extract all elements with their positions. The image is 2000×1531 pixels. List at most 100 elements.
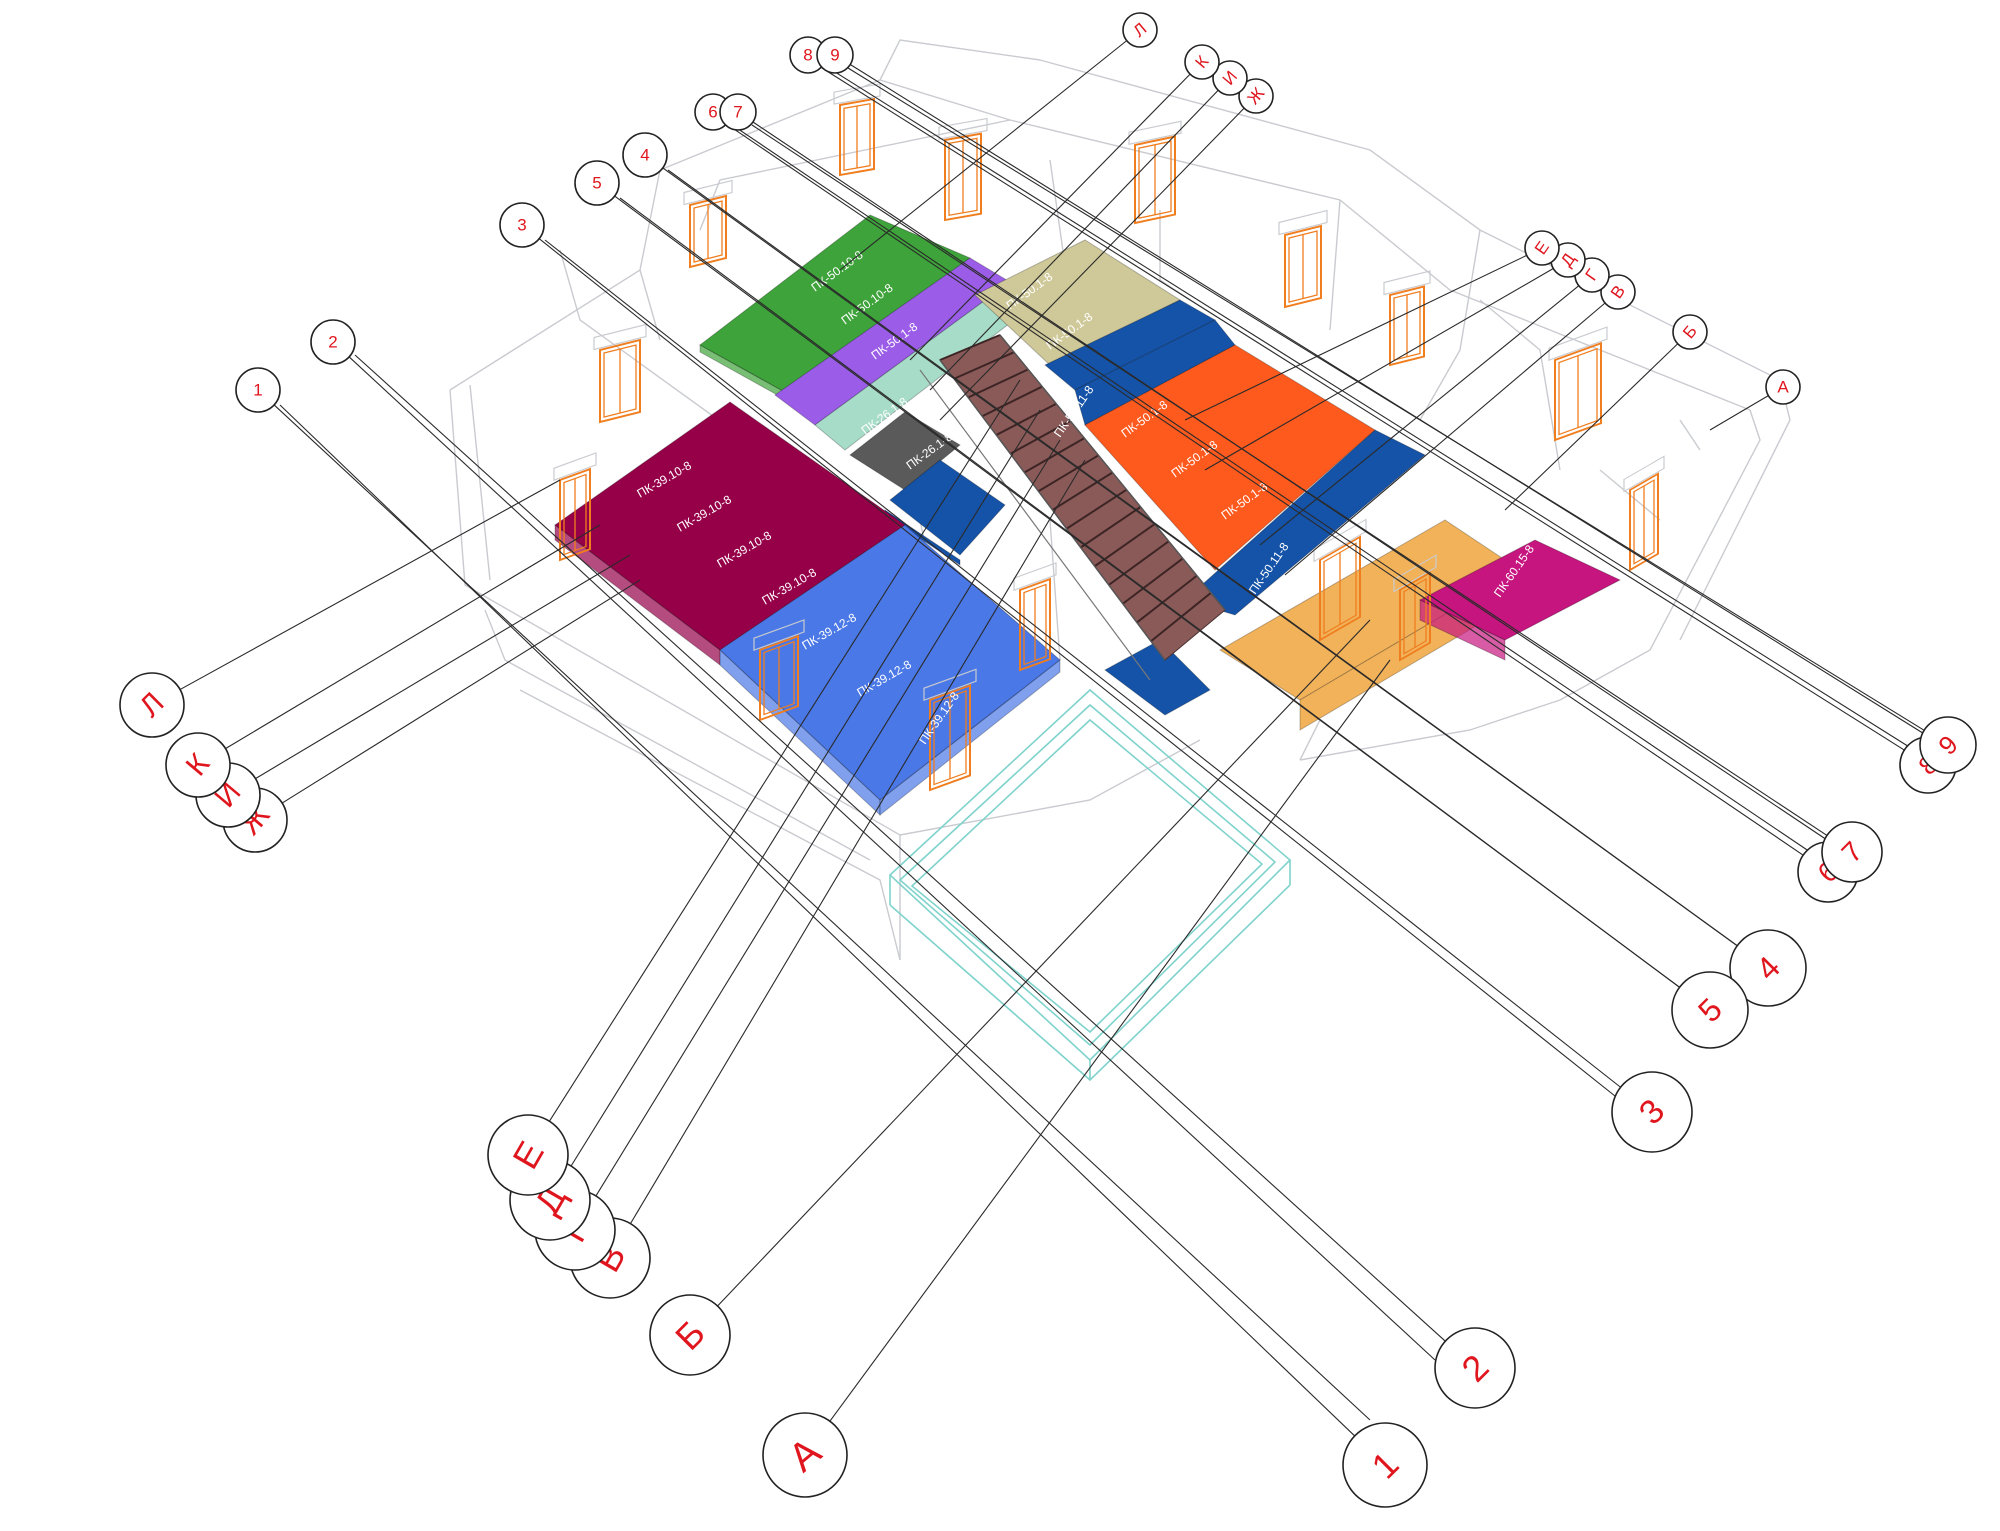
axis-leader-line: [929, 89, 1219, 391]
axis-leader-line: [821, 67, 1905, 751]
stair-step: [1080, 506, 1142, 549]
axis-bubble: Б: [649, 1294, 731, 1376]
axis-bubble-circle: [1212, 60, 1248, 96]
axis-bubble: Л: [119, 672, 185, 738]
axis-bubble-label: 2: [328, 333, 337, 352]
axis-bubble: 5: [1671, 971, 1749, 1049]
axis-bubble-circle: [622, 132, 668, 178]
stair-step: [981, 385, 1043, 418]
axis-bubble-circle: [1184, 44, 1220, 80]
axis-leader-line: [822, 64, 1923, 756]
windows-layer: [553, 83, 1665, 792]
axis-leader-line: [727, 121, 1823, 861]
axis-bubble-circle: [1611, 1071, 1693, 1153]
axis-bubble-circle: [762, 1412, 848, 1498]
axis-leader-line: [548, 379, 1021, 1122]
stair-step: [1122, 557, 1184, 605]
axis-bubble-circle: [1672, 314, 1708, 350]
axis-bubble-label: 8: [803, 46, 812, 65]
axis-leader-line: [348, 356, 1436, 1361]
axis-bubble: 1: [1342, 1422, 1428, 1508]
axis-bubble-circle: [1600, 274, 1636, 310]
axis-bubble-label: 6: [708, 103, 717, 122]
axis-bubble-label: А: [1777, 378, 1789, 397]
axis-bubble: 7: [1821, 821, 1883, 883]
axis-leader-line: [255, 554, 631, 780]
axis-leader-lines: [179, 40, 1943, 1437]
axis-bubble: Г: [1574, 257, 1610, 293]
window-frame-icon: [938, 117, 988, 222]
axis-leader-line: [1204, 268, 1554, 471]
axis-bubble: 7: [719, 93, 757, 131]
window-frame-icon: [753, 619, 805, 722]
axis-leader-line: [279, 404, 1356, 1437]
axis-bubble-circle: [235, 367, 281, 413]
staircase: [919, 334, 1226, 681]
axis-bubble-circle: [1524, 230, 1560, 266]
window-frame-icon: [1128, 120, 1182, 225]
axis-bubble: 3: [1611, 1071, 1693, 1153]
window-frame-icon: [1278, 209, 1328, 309]
axis-bubble-circle: [719, 93, 757, 131]
axis-bubble: А: [762, 1412, 848, 1498]
axis-leader-line: [727, 124, 1804, 856]
axis-leader-line: [751, 124, 1828, 836]
axis-bubble: 5: [574, 160, 620, 206]
axis-bubble: В: [1600, 274, 1636, 310]
axis-leader-line: [544, 239, 1621, 1088]
axis-leader-line: [667, 169, 1738, 947]
axis-bubble: И: [1212, 60, 1248, 96]
axis-bubble-circle: [1821, 821, 1883, 883]
stair-step: [1023, 437, 1085, 474]
axis-bubble-circle: [1342, 1422, 1428, 1508]
axis-leader-line: [717, 619, 1371, 1307]
axis-leader-line: [1259, 285, 1580, 546]
window-frame-icon: [553, 452, 597, 562]
stair-steps: [939, 334, 1212, 643]
stair-step: [1051, 471, 1114, 511]
axis-bubble-circle: [816, 36, 854, 74]
axis-leader-line: [939, 107, 1245, 421]
axis-bubble: 9: [1919, 716, 1977, 774]
window-frame-icon: [1383, 270, 1431, 367]
axis-bubble: 8: [789, 36, 827, 74]
stair-step: [1136, 574, 1198, 624]
axis-leader-line: [354, 354, 1446, 1342]
axis-bubble-circle: [1919, 716, 1977, 774]
axis-leader-line: [570, 409, 1041, 1167]
axis-leader-line: [179, 479, 561, 691]
axis-bubble-circle: [119, 672, 185, 738]
axis-bubble: 1: [235, 367, 281, 413]
window-frame-icon: [1548, 326, 1608, 442]
stair-step: [953, 351, 1015, 380]
axis-bubble-circle: [487, 1114, 569, 1196]
axis-bubble: 3: [499, 202, 545, 248]
axis-leader-line: [1709, 395, 1769, 431]
axis-leader-line: [225, 524, 601, 750]
axis-bubble: Ж: [1238, 78, 1274, 114]
slab-panels: [554, 214, 1622, 817]
axis-bubble-label: 1: [253, 381, 262, 400]
axis-bubble-label: 7: [733, 103, 742, 122]
axis-bubble-circle: [1122, 12, 1158, 48]
axis-bubble-circle: [165, 732, 231, 798]
stair-step: [1009, 420, 1071, 455]
axis-bubble-circle: [1765, 369, 1801, 405]
axis-bubbles: АБВГДЕЖИКЛАБВГДЕЖИКЛ123456789123456789: [119, 12, 1977, 1508]
axis-leader-line: [847, 67, 1925, 731]
axis-bubble-circle: [1238, 78, 1274, 114]
axis-bubble-label: 9: [830, 46, 839, 65]
axis-leader-line: [1504, 343, 1679, 511]
stair-step: [995, 402, 1057, 436]
axis-leader-line: [909, 73, 1191, 361]
axis-bubble-label: 3: [517, 216, 526, 235]
axis-bubble: Л: [1122, 12, 1158, 48]
axis-leader-line: [1184, 254, 1527, 421]
axis-leader-line: [839, 40, 1128, 271]
window-frame-icon: [923, 668, 977, 792]
axis-leader-line: [829, 659, 1391, 1422]
axis-bubble: 4: [622, 132, 668, 178]
axis-bubble: А: [1765, 369, 1801, 405]
axis-leader-line: [595, 439, 1061, 1197]
